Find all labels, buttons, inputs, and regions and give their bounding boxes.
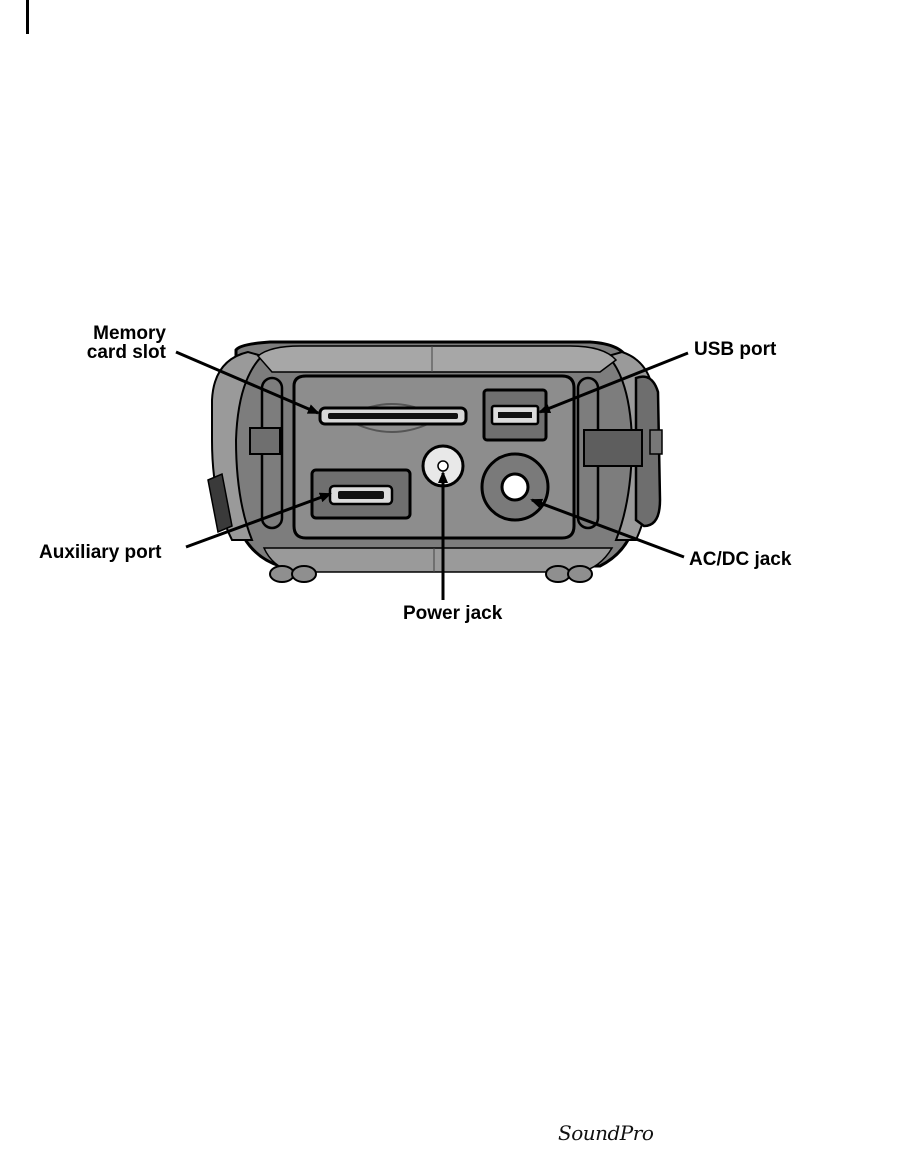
memory-card-slot-label-line2: card slot <box>86 342 166 363</box>
device-feet <box>269 565 593 583</box>
usb-port <box>482 388 548 442</box>
page-margin-bar <box>26 0 29 34</box>
memory-card-slot-label-line1: Memory <box>93 323 166 344</box>
memory-card-slot <box>318 403 468 433</box>
ac-dc-jack-label: AC/DC jack <box>689 549 792 570</box>
leader-arrows <box>175 350 689 600</box>
memory-card-slot-label: Memory card slot <box>70 324 166 362</box>
arrow-auxiliary-port <box>185 492 332 549</box>
side-cover-flap <box>583 375 663 528</box>
arrow-usb-port <box>538 351 689 414</box>
ac-dc-jack <box>480 452 550 522</box>
arrow-ac-dc-jack <box>530 498 685 559</box>
auxiliary-port-label: Auxiliary port <box>39 542 162 563</box>
arrow-memory-card-slot <box>175 350 320 415</box>
footer-brand: SoundPro <box>558 1121 654 1145</box>
strap-loops <box>249 376 600 530</box>
usb-port-label: USB port <box>694 339 777 360</box>
side-clip-left <box>207 472 233 534</box>
power-jack-label: Power jack <box>403 603 503 624</box>
power-jack <box>421 444 465 488</box>
